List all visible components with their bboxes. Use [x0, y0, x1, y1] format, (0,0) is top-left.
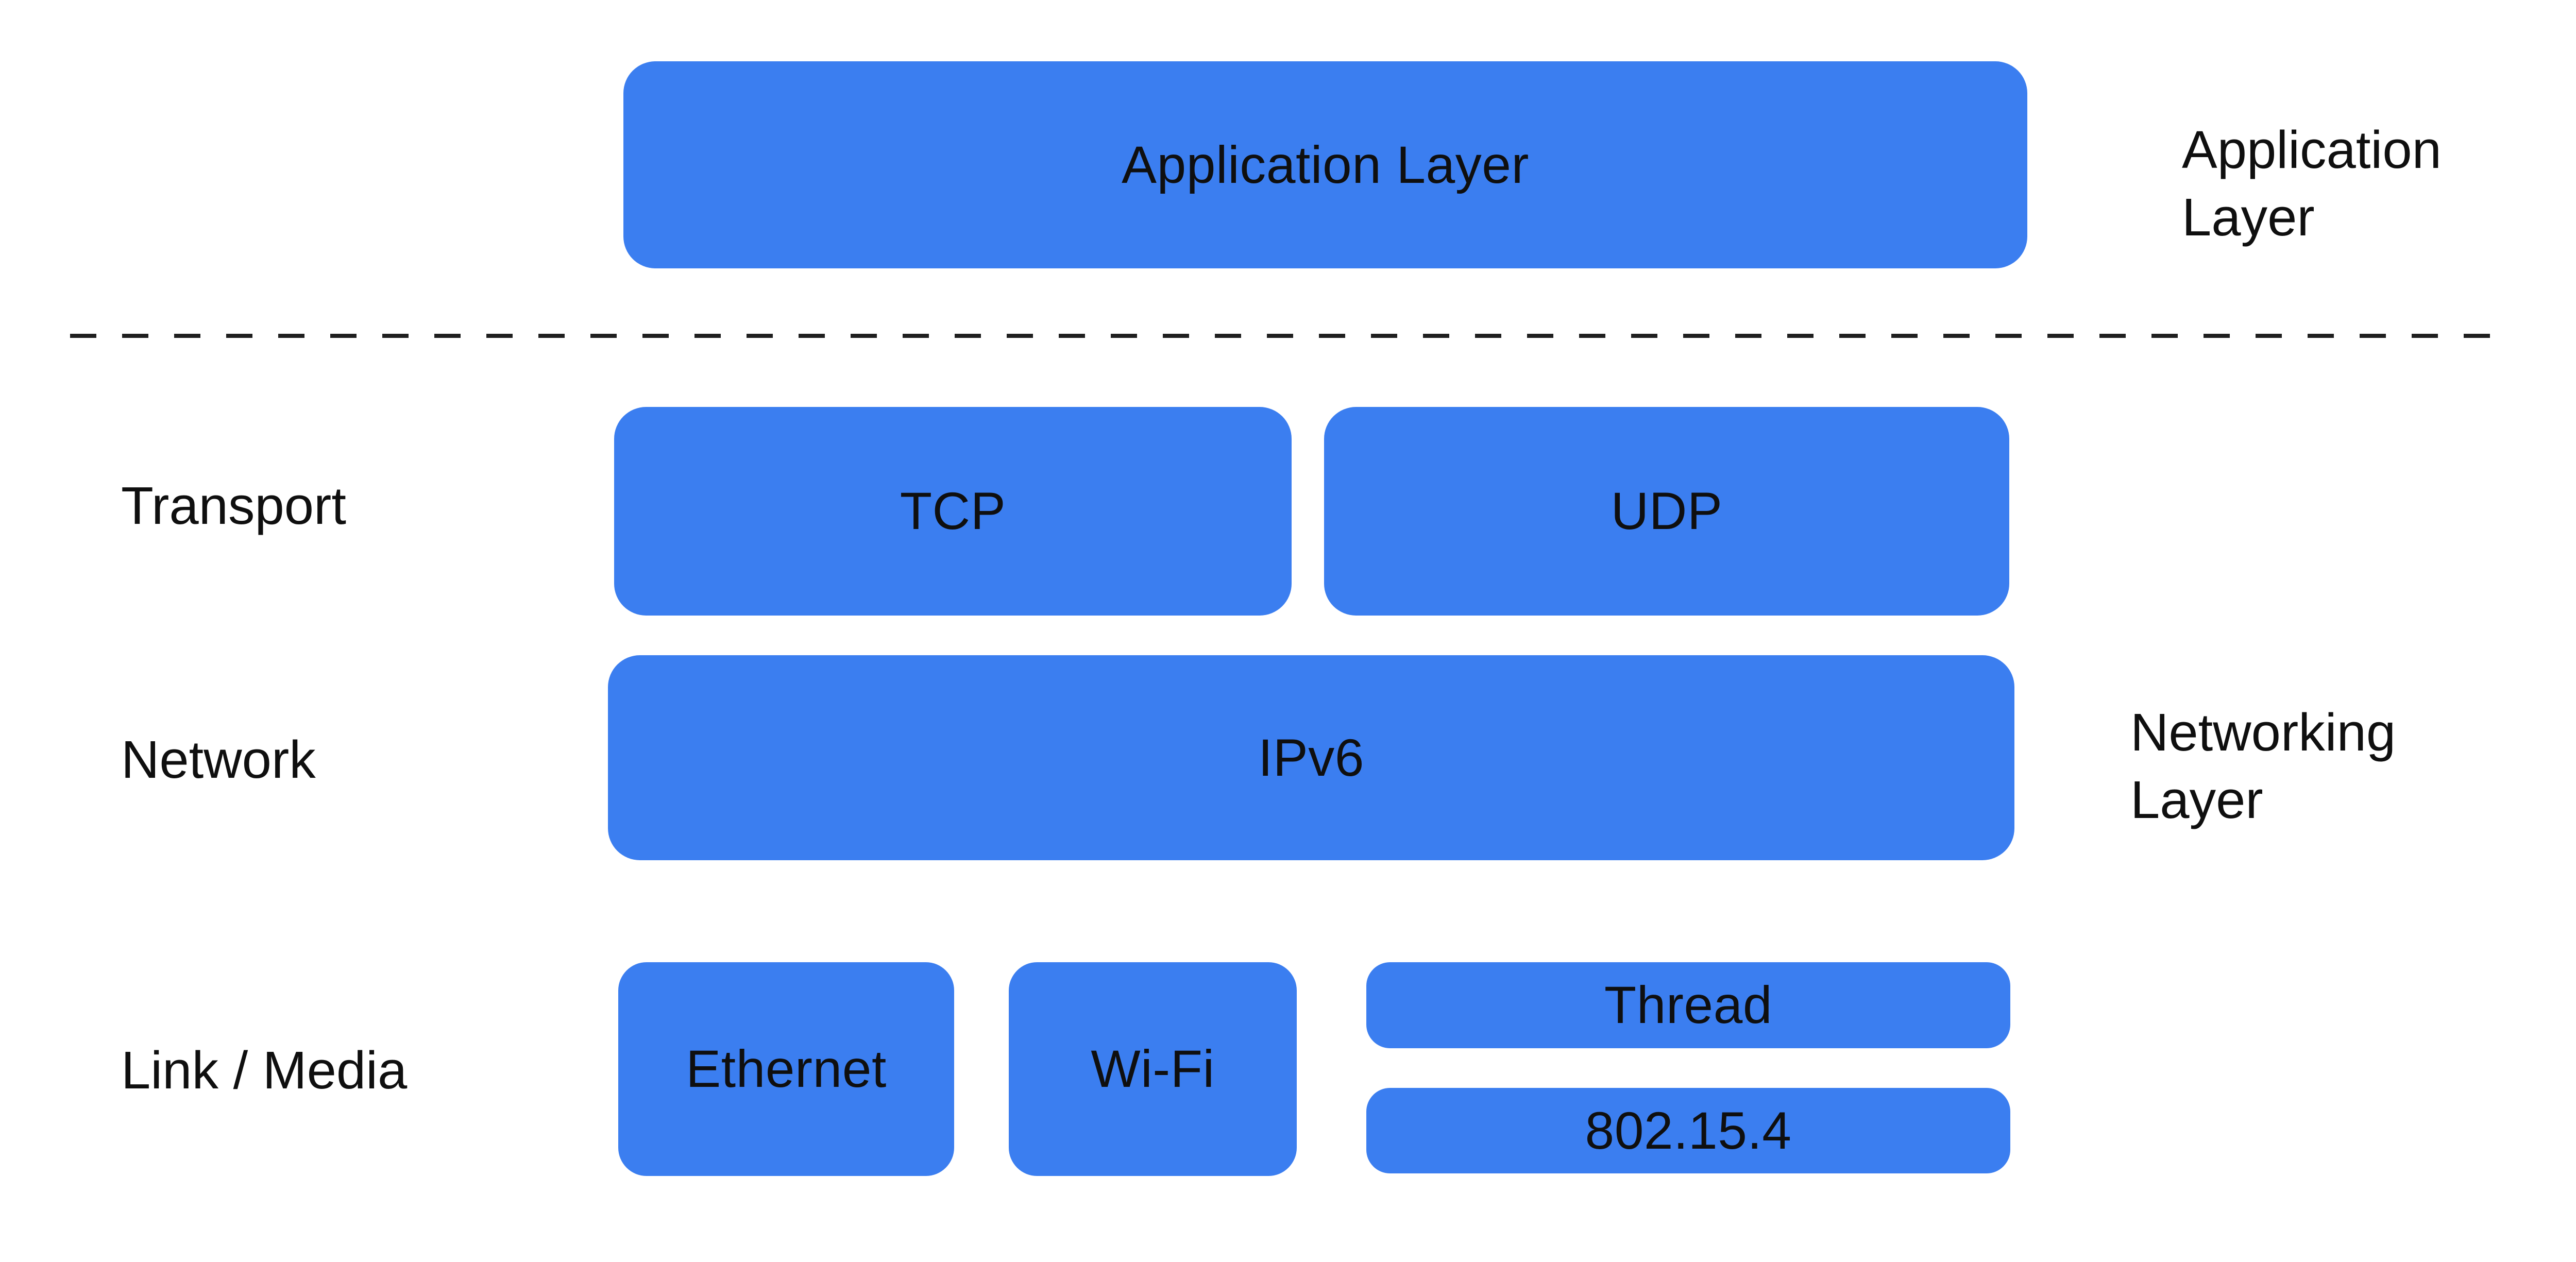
- node-ethernet: Ethernet: [618, 962, 954, 1176]
- side-label-line: Networking: [2130, 703, 2396, 762]
- transport-row-label: Transport: [121, 476, 346, 535]
- side-label-line: Application: [2182, 120, 2442, 179]
- node-application-layer: Application Layer: [623, 61, 2027, 268]
- networking-layer-side-label: Networking Layer: [2130, 698, 2396, 833]
- node-tcp: TCP: [614, 407, 1292, 616]
- side-label-line: Layer: [2130, 770, 2263, 829]
- node-802-15-4: 802.15.4: [1366, 1088, 2010, 1173]
- dashed-divider: [70, 334, 2514, 338]
- application-layer-side-label: Application Layer: [2182, 116, 2442, 251]
- node-udp: UDP: [1324, 407, 2009, 616]
- node-ipv6: IPv6: [608, 655, 2014, 860]
- network-row-label: Network: [121, 730, 316, 789]
- node-thread: Thread: [1366, 962, 2010, 1048]
- side-label-line: Layer: [2182, 187, 2315, 247]
- link-media-row-label: Link / Media: [121, 1041, 408, 1100]
- node-wifi: Wi-Fi: [1009, 962, 1297, 1176]
